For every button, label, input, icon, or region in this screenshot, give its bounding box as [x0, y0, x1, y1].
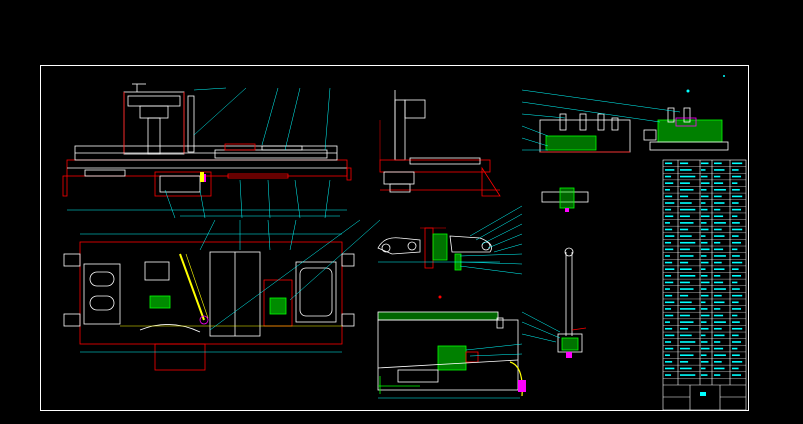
- detail-section-a: [377, 227, 500, 299]
- parts-list-rows: [663, 162, 746, 379]
- detail-section-c: [539, 89, 729, 153]
- detail-section-e: [557, 247, 587, 358]
- detail-c-leaders: [521, 89, 681, 151]
- right-side-leaders: [459, 205, 561, 357]
- plan-view-leaders: [199, 219, 381, 331]
- detail-section-b: [377, 311, 526, 399]
- side-elevation-view: [379, 90, 501, 197]
- front-view-leaders: [164, 87, 331, 219]
- sheet-border: [40, 65, 749, 411]
- sheet-corner-mark: [723, 75, 725, 77]
- parts-list-table: [662, 159, 747, 411]
- plan-view: [63, 233, 355, 371]
- detail-section-d: [541, 187, 589, 212]
- front-elevation-view: [62, 83, 352, 217]
